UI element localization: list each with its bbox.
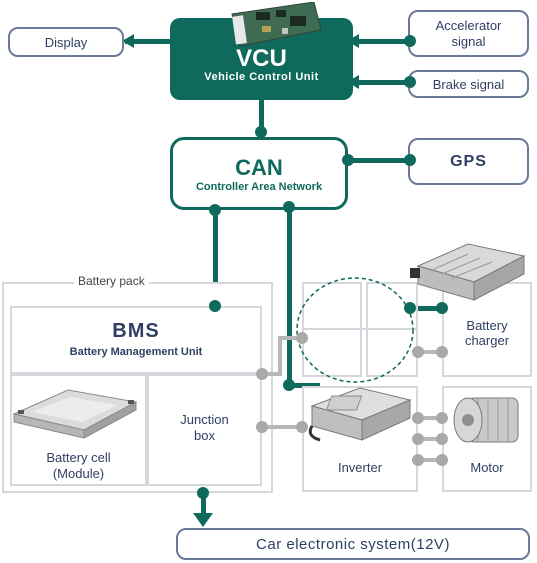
connector-dot xyxy=(404,154,416,166)
circuit-board-icon xyxy=(231,2,322,47)
connector-dot xyxy=(197,487,209,499)
car-electronic-system-box: Car electronic system(12V) xyxy=(176,528,530,560)
car-electronic-system-label: Car electronic system(12V) xyxy=(256,535,450,553)
gray-wire-charger xyxy=(418,350,442,354)
junction-label-1: Junction xyxy=(180,412,229,427)
connector-dot xyxy=(412,454,424,466)
wire-vcu-can xyxy=(259,97,264,139)
arrow-down-icon xyxy=(193,513,213,527)
junction-label-2: box xyxy=(194,428,215,443)
connector-dot xyxy=(436,302,448,314)
connector-dot xyxy=(404,76,416,88)
wire-brake-vcu xyxy=(352,80,410,85)
display-label: Display xyxy=(44,34,88,50)
battery-module-icon xyxy=(12,389,138,439)
gray-wire-motor-2 xyxy=(418,437,442,441)
wire-can-inverter-v xyxy=(287,205,292,387)
battery-charger-label-2: charger xyxy=(464,333,510,348)
wire-accel-vcu xyxy=(352,39,410,44)
connector-dot xyxy=(412,412,424,424)
wire-can-bms xyxy=(213,210,218,306)
battery-charger-box xyxy=(442,282,532,377)
can-box: CAN Controller Area Network xyxy=(170,137,348,210)
connector-dot xyxy=(436,454,448,466)
display-box: Display xyxy=(8,27,124,57)
arrow-left-icon xyxy=(347,34,359,48)
battery-cell-label-2: (Module) xyxy=(52,466,105,481)
connector-dot xyxy=(296,332,308,344)
connector-dot xyxy=(256,421,268,433)
accelerator-label-2: signal xyxy=(451,33,486,49)
gray-wire-bms-top xyxy=(278,336,302,340)
wire-charger xyxy=(410,306,448,311)
connector-dot xyxy=(209,300,221,312)
accelerator-label-1: Accelerator xyxy=(435,17,502,33)
wire-can-gps xyxy=(345,158,410,163)
connector-dot xyxy=(412,433,424,445)
vcu-box: VCU Vehicle Control Unit xyxy=(170,2,353,100)
connector-dot xyxy=(436,346,448,358)
can-title: CAN xyxy=(235,154,283,180)
bms-subtitle: Battery Management Unit xyxy=(69,346,203,358)
inverter-device-icon xyxy=(308,387,412,442)
wire-can-inverter-h xyxy=(287,383,320,388)
connector-dot xyxy=(436,433,448,445)
bms-title: BMS xyxy=(112,320,160,342)
highlight-circle xyxy=(296,277,414,383)
vcu-title: VCU xyxy=(236,45,287,72)
connector-dot xyxy=(404,35,416,47)
panel-divider xyxy=(302,328,418,330)
connector-dot xyxy=(255,126,267,138)
connector-dot xyxy=(209,204,221,216)
motor-label: Motor xyxy=(470,460,504,475)
gps-box: GPS xyxy=(408,138,529,185)
connector-dot xyxy=(256,368,268,380)
can-subtitle: Controller Area Network xyxy=(195,180,323,193)
gray-wire-motor-3 xyxy=(418,458,442,462)
gps-label: GPS xyxy=(450,152,487,170)
arrow-left-icon xyxy=(122,34,134,48)
wire-display-vcu xyxy=(125,39,180,44)
connector-dot xyxy=(436,412,448,424)
battery-cell-label-1: Battery cell xyxy=(46,450,111,465)
gray-wire-junction-inverter xyxy=(262,425,302,429)
gray-wire-bms-h xyxy=(262,372,282,376)
wire-battery-to-car xyxy=(201,493,206,515)
accelerator-signal-box: Accelerator signal xyxy=(408,10,529,57)
inverter-label: Inverter xyxy=(337,460,383,475)
brake-label: Brake signal xyxy=(432,76,505,92)
bms-box xyxy=(10,306,262,374)
connector-dot xyxy=(412,346,424,358)
battery-pack-label: Battery pack xyxy=(74,274,149,288)
brake-signal-box: Brake signal xyxy=(408,70,529,98)
battery-charger-label-1: Battery xyxy=(466,318,508,333)
connector-dot xyxy=(404,302,416,314)
connector-dot xyxy=(342,154,354,166)
motor-device-icon xyxy=(453,397,519,443)
connector-dot xyxy=(283,201,295,213)
gray-wire-bms-up xyxy=(278,338,282,376)
connector-dot xyxy=(296,421,308,433)
arrow-left-icon xyxy=(347,75,359,89)
vcu-subtitle: Vehicle Control Unit xyxy=(204,71,319,83)
charger-device-icon xyxy=(410,243,526,301)
connector-dot xyxy=(283,379,295,391)
gray-wire-motor-1 xyxy=(418,416,442,420)
